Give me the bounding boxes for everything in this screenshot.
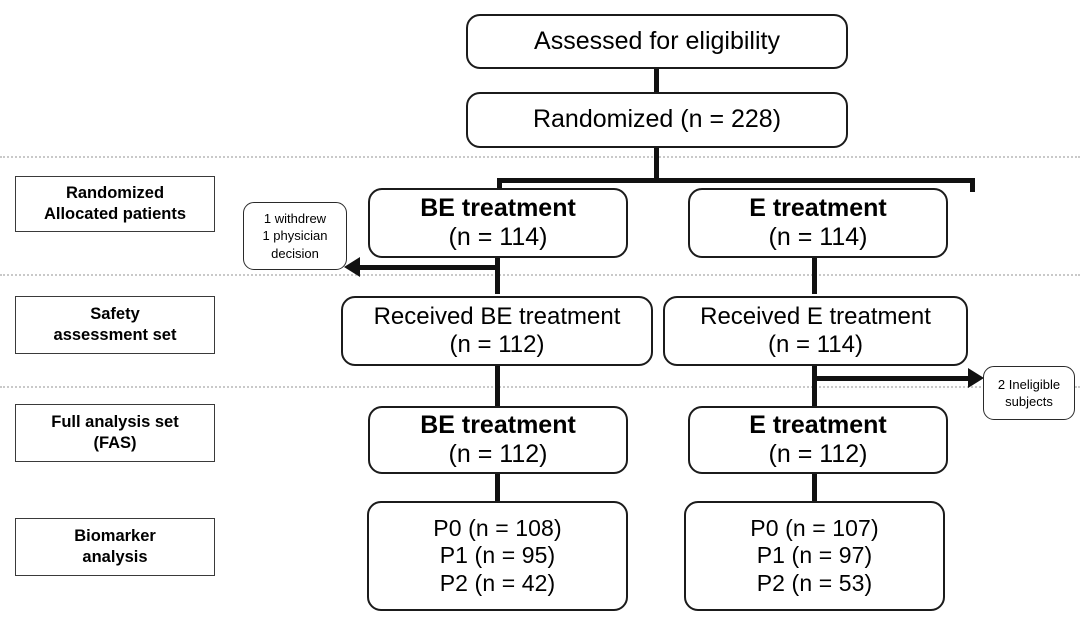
stage-label-safety-assessment-set: Safety assessment set <box>15 296 215 354</box>
node-count: (n = 114) <box>448 223 548 251</box>
node-biomarker-e: P0 (n = 107) P1 (n = 97) P2 (n = 53) <box>684 501 945 611</box>
stage-label-full-analysis-set: Full analysis set (FAS) <box>15 404 215 462</box>
biomarker-row: P0 (n = 107) <box>750 515 879 542</box>
callout-line: 1 physician <box>262 228 328 244</box>
callout-line: 2 Ineligible <box>997 376 1061 392</box>
connector-received-be-to-fas <box>495 366 500 408</box>
connector-split-bus <box>497 178 975 183</box>
node-title: BE treatment <box>420 193 576 222</box>
connector-received-e-to-fas <box>812 366 817 408</box>
stage-label-line: assessment set <box>53 326 177 344</box>
node-received-be-treatment: Received BE treatment (n = 112) <box>341 296 653 366</box>
stage-label-biomarker-analysis: Biomarker analysis <box>15 518 215 576</box>
node-count: (n = 112) <box>448 440 548 468</box>
node-received-e-treatment: Received E treatment (n = 114) <box>663 296 968 366</box>
node-title: E treatment <box>749 410 887 439</box>
stage-label-line: Safety <box>90 304 140 323</box>
stage-label-line: Biomarker <box>74 526 156 545</box>
biomarker-row: P1 (n = 95) <box>439 542 556 569</box>
node-randomized: Randomized (n = 228) <box>466 92 848 148</box>
arrow-head-ineligible <box>968 368 984 388</box>
node-count: (n = 114) <box>768 223 868 251</box>
biomarker-row: P0 (n = 108) <box>433 515 562 542</box>
connector-e-alloc-to-received <box>812 256 817 294</box>
stage-label-randomized-allocated: Randomized Allocated patients <box>15 176 215 232</box>
stage-separator-3 <box>0 386 1080 388</box>
node-title: BE treatment <box>420 410 576 439</box>
callout-ineligible: 2 Ineligible subjects <box>983 366 1075 420</box>
biomarker-row: P1 (n = 97) <box>756 542 873 569</box>
node-title: Received E treatment <box>700 302 931 330</box>
node-text: Assessed for eligibility <box>534 26 780 55</box>
stage-label-line: (FAS) <box>93 434 137 452</box>
node-title: E treatment <box>749 193 887 222</box>
connector-split-left-drop <box>497 178 502 192</box>
callout-withdrawals: 1 withdrew 1 physician decision <box>243 202 347 270</box>
arrow-shaft-withdrawals <box>358 265 498 270</box>
arrow-shaft-ineligible <box>812 376 972 381</box>
callout-line: 1 withdrew <box>263 211 327 227</box>
node-allocated-e-treatment: E treatment (n = 114) <box>688 188 948 258</box>
node-fas-e-treatment: E treatment (n = 112) <box>688 406 948 474</box>
stage-label-line: analysis <box>82 548 148 566</box>
callout-line: subjects <box>1005 394 1053 409</box>
node-allocated-be-treatment: BE treatment (n = 114) <box>368 188 628 258</box>
node-biomarker-be: P0 (n = 108) P1 (n = 95) P2 (n = 42) <box>367 501 628 611</box>
node-count: (n = 114) <box>768 331 863 358</box>
stage-label-line: Allocated patients <box>43 205 187 223</box>
stage-separator-2 <box>0 274 1080 276</box>
connector-be-alloc-to-received <box>495 256 500 294</box>
node-fas-be-treatment: BE treatment (n = 112) <box>368 406 628 474</box>
node-count: (n = 112) <box>768 440 868 468</box>
arrow-head-withdrawals <box>344 257 360 277</box>
connector-randomized-down <box>654 146 659 182</box>
connector-fas-be-to-biomarker <box>495 474 500 504</box>
stage-separator-1 <box>0 156 1080 158</box>
connector-fas-e-to-biomarker <box>812 474 817 504</box>
biomarker-row: P2 (n = 42) <box>439 569 556 596</box>
connector-split-right-drop <box>970 178 975 192</box>
stage-label-line: Full analysis set <box>51 412 179 431</box>
stage-label-line: Randomized <box>65 183 165 202</box>
node-assessed-for-eligibility: Assessed for eligibility <box>466 14 848 69</box>
node-count: (n = 112) <box>449 331 545 358</box>
node-text: Randomized (n = 228) <box>532 105 782 134</box>
node-title: Received BE treatment <box>373 302 621 330</box>
callout-line: decision <box>271 245 319 261</box>
biomarker-row: P2 (n = 53) <box>756 569 873 596</box>
connector-assessed-to-randomized <box>654 66 659 94</box>
